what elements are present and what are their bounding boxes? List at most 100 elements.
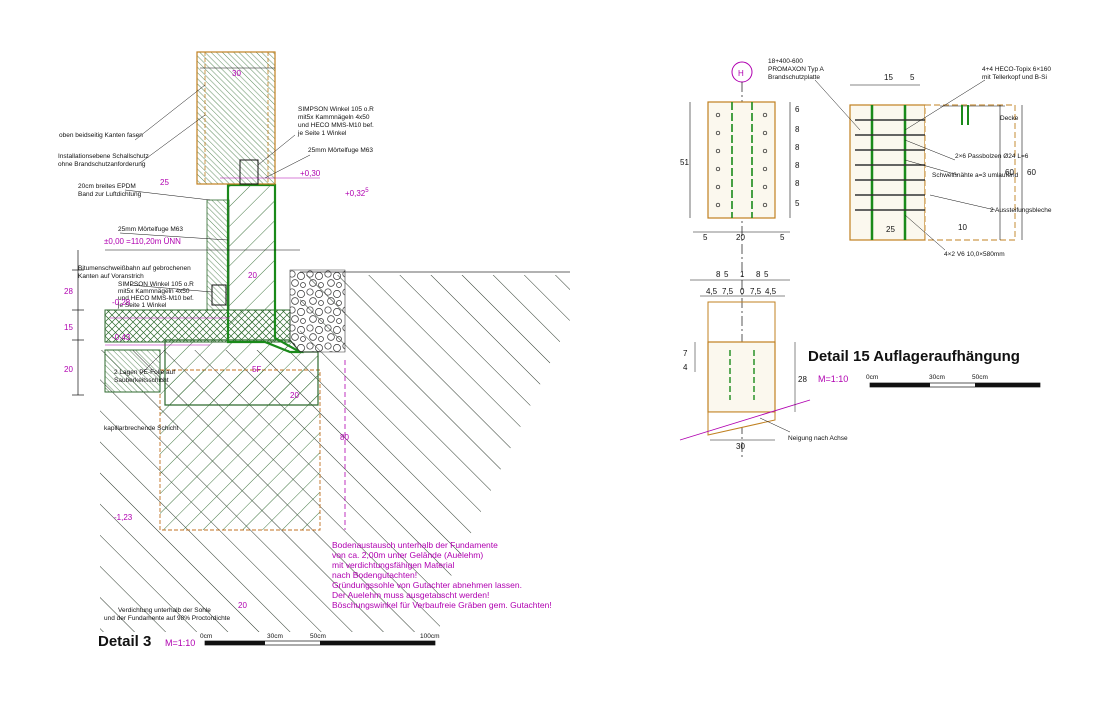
dim-20-plate: 20 (736, 233, 745, 242)
note-line-1: Bodenaustausch unterhalb der Fundamente (332, 540, 498, 550)
label-epdm-1: 20cm breites EPDM (78, 183, 136, 190)
dim-end-4: 4 (683, 363, 688, 372)
scalebar-100: 100cm (420, 633, 440, 640)
gravel-fill (289, 269, 346, 353)
label-plate-2: PROMAXON Typ A (768, 66, 825, 73)
label-simpson-bot-3: und HECO MMS-M10 bef. (118, 295, 194, 302)
dim-51: 51 (680, 158, 689, 167)
note-line-3: mit verdichtungsfähigen Material (332, 560, 454, 570)
left-installation-wall (206, 199, 230, 311)
dim-5f: 5F (252, 365, 261, 374)
dim-row-8d: 8 (795, 179, 800, 188)
dim-20-left: 20 (64, 365, 73, 374)
level-plus-030: +0,30 (300, 169, 321, 178)
label-installation-1: Installationsebene Schallschutz (58, 153, 149, 160)
label-simpson-bot-4: je Seite 1 Winkel (117, 302, 167, 309)
dim-20-upstand: 20 (248, 271, 257, 280)
label-decke: Decke (1000, 115, 1019, 122)
dim-80: 80 (340, 433, 349, 442)
simpson-bracket-top (239, 159, 259, 185)
level-minus-123: -1,23 (114, 513, 133, 522)
label-aussteifung: 2 Aussteifungsbleche (990, 207, 1052, 214)
dim-end-5a: 5 (724, 270, 729, 279)
dim-end-75a: 7,5 (722, 287, 734, 296)
d15-scalebar-0: 0cm (866, 374, 878, 381)
label-heco-2: mit Tellerkopf und B-Si (982, 74, 1047, 81)
d15-scalebar-50: 50cm (972, 374, 988, 381)
label-kapillar: kapillarbrechende Schicht (104, 425, 179, 432)
dim-section-10: 10 (958, 223, 967, 232)
dim-section-5: 5 (910, 73, 915, 82)
note-line-4: nach Bodengutachten! (332, 570, 417, 580)
dim-15: 15 (64, 323, 73, 332)
dim-5-right: 5 (780, 233, 785, 242)
dim-section-60a: 60 (1005, 168, 1014, 177)
end-view-wedge (707, 411, 776, 436)
dim-20-bottom: 20 (238, 601, 247, 610)
label-folie-2: Sauberkeitsschicht (114, 377, 169, 384)
dim-end-7: 7 (683, 349, 688, 358)
dim-section-25: 25 (886, 225, 895, 234)
label-plate-1: 18+400-600 (768, 58, 803, 65)
dim-end-1: 1 (740, 270, 745, 279)
detail-3-drawing (72, 51, 570, 632)
dim-row-8c: 8 (795, 161, 800, 170)
dim-section-60b: 60 (1027, 168, 1036, 177)
label-simpson-bot-2: mit5x Kammnägeln 4x50 (118, 288, 190, 295)
end-view-plate (707, 341, 776, 413)
dim-25: 25 (160, 178, 169, 187)
d15-scalebar-30: 30cm (929, 374, 945, 381)
label-neigung: Neigung nach Achse (788, 435, 848, 442)
label-installation-2: ohne Brandschutzanforderung (58, 161, 146, 168)
bolt-rows (855, 119, 925, 211)
label-simpson-top-3: und HECO MMS-M10 bef. (298, 122, 374, 129)
concrete-upstand (226, 183, 305, 354)
detail-3-scale: M=1:10 (165, 638, 195, 648)
dim-end-45a: 4,5 (706, 287, 718, 296)
dim-end-5b: 5 (764, 270, 769, 279)
dim-28: 28 (64, 287, 73, 296)
dim-5-left: 5 (703, 233, 708, 242)
note-line-5: Gründungssohle von Gutachter abnehmen la… (332, 580, 522, 590)
detail-15-drawing (679, 61, 1023, 460)
dim-wall-30: 30 (232, 69, 241, 78)
label-verdichtung-2: und der Fundamente auf 98% Proctordichte (104, 615, 230, 622)
label-bitumen-2: Kanten auf Voranstrich (78, 273, 144, 280)
scalebar-30: 30cm (267, 633, 283, 640)
dim-end-75b: 7,5 (750, 287, 762, 296)
dim-end-8a: 8 (716, 270, 721, 279)
label-moertel-left: 25mm Mörtelfuge M63 (118, 226, 183, 233)
dim-end-45b: 4,5 (765, 287, 777, 296)
label-bottom-screws: 4×2 V6 10,0×580mm (944, 251, 1005, 258)
dim-row-8b: 8 (795, 143, 800, 152)
note-line-7: Böschungswinkel für Verbaufreie Gräben g… (332, 600, 552, 610)
label-simpson-top-1: SIMPSON Winkel 105 o.R (298, 106, 374, 113)
soil-note: Bodenaustausch unterhalb der Fundamente … (332, 540, 552, 610)
dim-row-6: 6 (795, 105, 800, 114)
label-passbolzen: 2×6 Passbolzen Ø24 L=6 (955, 153, 1029, 160)
dim-section-15: 15 (884, 73, 893, 82)
detail-15-scale: M=1:10 (818, 374, 848, 384)
label-heco-1: 4+4 HECO-Topix 6×160 (982, 66, 1051, 73)
scalebar-50: 50cm (310, 633, 326, 640)
plate-front (707, 101, 776, 219)
label-schweiss: Schweißnähte a=3 umlaufend (932, 172, 1019, 179)
detail-15-title: Detail 15 Auflageraufhängung (808, 348, 1020, 365)
detail-15-scalebar: 0cm 30cm 50cm (866, 374, 1041, 388)
dim-row-5: 5 (795, 199, 800, 208)
note-line-2: von ca. 2,00m unter Gelände (Auelehm) (332, 550, 483, 560)
dim-end-30: 30 (736, 442, 745, 451)
label-plate-3: Brandschutzplatte (768, 74, 820, 81)
level-minus-028: -0,28 (112, 298, 131, 307)
edge-block (104, 349, 161, 393)
level-minus-043: -0,43 (112, 333, 131, 342)
label-bitumen-1: Bitumenschweißbahn auf gebrochenen (78, 265, 191, 272)
level-zero: ±0,00 =110,20m ÜNN (104, 237, 181, 246)
label-moertel-top: 25mm Mörtelfuge M63 (308, 147, 373, 154)
label-verdichtung-1: Verdichtung unterhalb der Sohle (118, 607, 211, 614)
detail-3-title: Detail 3 (98, 633, 151, 650)
dim-end-28: 28 (798, 375, 807, 384)
simpson-bracket-bottom (211, 284, 227, 306)
